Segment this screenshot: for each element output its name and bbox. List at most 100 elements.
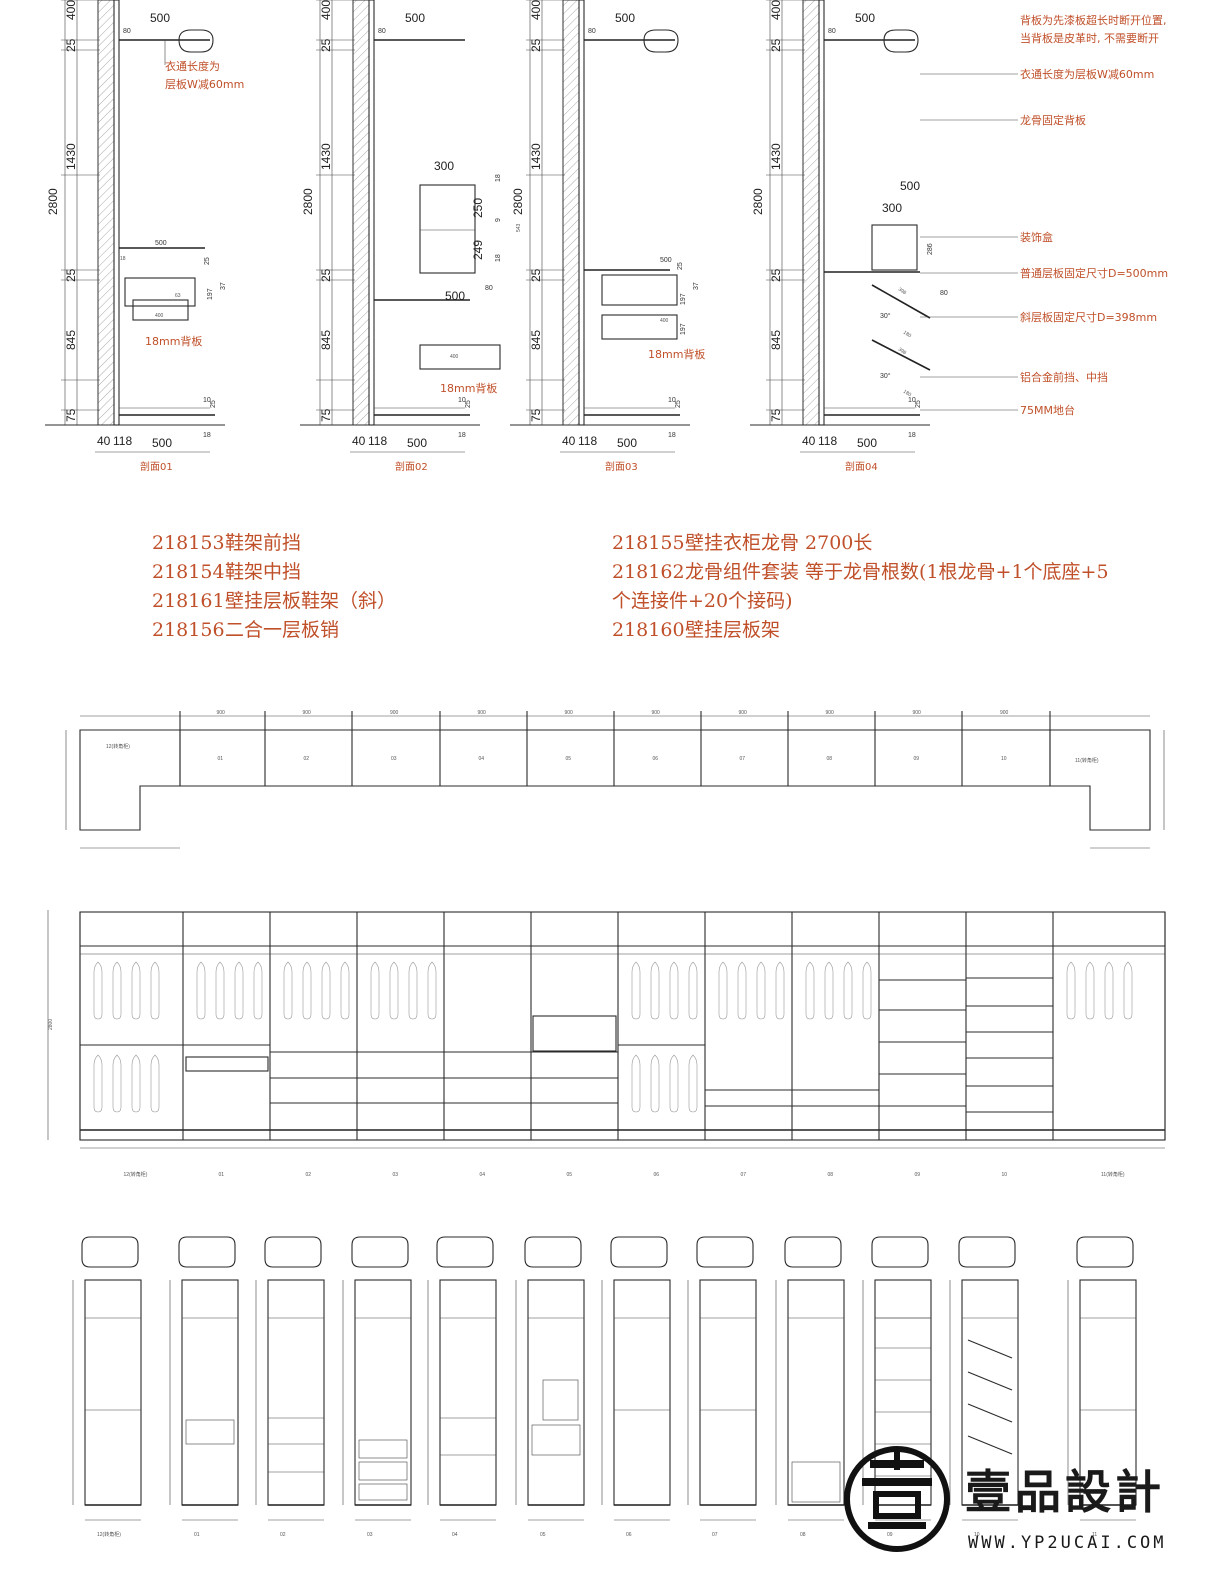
hanger-icon xyxy=(1085,961,1095,1020)
section-note-6: 普通层板固定尺寸D=500mm xyxy=(1020,266,1168,280)
dim-kick-a: 18 xyxy=(668,432,676,439)
detail-frame xyxy=(354,1279,412,1506)
drawer-box-2 xyxy=(601,314,678,340)
detail-column-8: 07 xyxy=(687,1236,757,1538)
detail-column-12: 11 xyxy=(1067,1236,1137,1538)
part-name: 壁挂层板鞋架（斜） xyxy=(225,590,396,612)
detail-frame xyxy=(613,1279,671,1506)
part-name: 龙骨组件套装 等于龙骨根数(1根龙骨+1个底座+5 xyxy=(685,561,1109,583)
detail-label: 09 xyxy=(887,1532,893,1538)
detail-frame xyxy=(84,1279,142,1506)
part-code: 218156 xyxy=(152,619,225,641)
hanger-icon xyxy=(650,961,660,1020)
dim-h-d: 197 xyxy=(680,323,687,335)
dim-depth: 500 xyxy=(152,436,172,450)
dim-drawer: 400 xyxy=(155,313,164,319)
dim-box-total: 543 xyxy=(516,223,522,232)
hanger-icon xyxy=(321,961,331,1020)
dim-gap2: 25 xyxy=(769,268,783,282)
elevation-label: 03 xyxy=(393,1172,399,1178)
rail-detail-icon xyxy=(696,1236,754,1268)
hanger-icon xyxy=(150,961,160,1020)
dim-shelf: 500 xyxy=(900,179,920,193)
dim-h-c: 37 xyxy=(693,282,700,290)
part-code: 218160 xyxy=(612,619,685,641)
dim-h-b: 197 xyxy=(680,293,687,305)
plan-unit-label: 04 xyxy=(479,756,485,762)
plan-view: 0190002900039000490005900069000790008900… xyxy=(65,710,1165,849)
part-code: 218162 xyxy=(612,561,685,583)
dim-off-b: 180 xyxy=(902,330,912,340)
dim-off-c: 180 xyxy=(902,389,912,399)
wall-hatch xyxy=(97,0,115,426)
dim-gap1: 25 xyxy=(64,38,78,52)
dim-upper: 1430 xyxy=(319,143,333,170)
hanger-icon xyxy=(196,961,206,1020)
plan-dim: 900 xyxy=(390,710,399,716)
dim-box-t2: 9 xyxy=(495,218,502,222)
dim-wall: 40 xyxy=(802,434,816,448)
rail-detail-icon xyxy=(1076,1236,1134,1268)
section-title: 剖面01 xyxy=(140,460,173,473)
dim-offset: 80 xyxy=(485,285,493,292)
detail-label: 07 xyxy=(712,1532,718,1538)
dim-top: 400 xyxy=(529,0,543,20)
rail-clip-icon xyxy=(643,29,679,53)
brand-watermark: 壹品設計 WWW.YP2UCAI.COM xyxy=(844,1446,1164,1553)
section-title: 剖面03 xyxy=(605,460,638,473)
drawer-box xyxy=(124,277,196,307)
hanger-icon xyxy=(775,961,785,1020)
detail-label: 02 xyxy=(280,1532,286,1538)
section-note-7: 斜层板固定尺寸D=398mm xyxy=(1020,310,1157,324)
dim-total: 2800 xyxy=(46,188,60,215)
part-name: 二合一层板销 xyxy=(225,619,339,641)
dim-shelf: 500 xyxy=(155,240,167,247)
dim-h-a: 25 xyxy=(204,257,211,265)
dim-off-a: 80 xyxy=(940,290,948,297)
slant-shelf xyxy=(967,1339,1013,1359)
wall-hatch xyxy=(352,0,370,426)
deco-box xyxy=(871,224,918,271)
detail-label: 05 xyxy=(540,1532,546,1538)
detail-label: 08 xyxy=(800,1532,806,1538)
plan-unit-label: 09 xyxy=(914,756,920,762)
dim-total: 2800 xyxy=(511,188,525,215)
hanger-icon xyxy=(631,1054,641,1113)
dim-shelf: 500 xyxy=(445,289,465,303)
hanger-icon xyxy=(669,961,679,1020)
part-name: 个连接件+20个接码) xyxy=(612,590,793,612)
rail-detail-icon xyxy=(178,1236,236,1268)
dim-rail-offset: 80 xyxy=(378,28,386,35)
dim-upper: 1430 xyxy=(529,143,543,170)
dim-wall: 40 xyxy=(97,434,111,448)
section-note-4: 龙骨固定背板 xyxy=(1020,113,1086,127)
rail-detail-icon xyxy=(436,1236,494,1268)
plan-dim: 900 xyxy=(217,710,226,716)
plan-right-corner-label: 11(转角柜) xyxy=(1075,757,1099,764)
detail-column-7: 06 xyxy=(601,1236,671,1538)
dim-wall: 40 xyxy=(562,434,576,448)
slant-shelf xyxy=(967,1435,1013,1455)
elevation-label: 11(转角柜) xyxy=(1101,1171,1125,1178)
dim-base: 75 xyxy=(319,408,333,422)
dim-rail-width: 500 xyxy=(615,11,635,25)
dim-depth: 500 xyxy=(617,436,637,450)
rail-detail-icon xyxy=(784,1236,842,1268)
dim-gap1: 25 xyxy=(319,38,333,52)
detail-column-3: 02 xyxy=(255,1236,325,1538)
dim-box-t3: 18 xyxy=(495,254,502,262)
dim-angle-2: 30° xyxy=(880,372,891,380)
dim-total: 2800 xyxy=(301,188,315,215)
section-note-8: 铝合金前挡、中挡 xyxy=(1020,370,1108,384)
detail-drawer xyxy=(358,1483,408,1501)
hanger-icon xyxy=(756,961,766,1020)
dim-post: 118 xyxy=(578,434,597,448)
note-rail-1: 衣通长度为 xyxy=(165,59,220,73)
plan-dim: 900 xyxy=(652,710,661,716)
hanger-icon xyxy=(93,961,103,1020)
dim-top: 400 xyxy=(64,0,78,20)
note-backpanel: 18mm背板 xyxy=(648,347,705,361)
